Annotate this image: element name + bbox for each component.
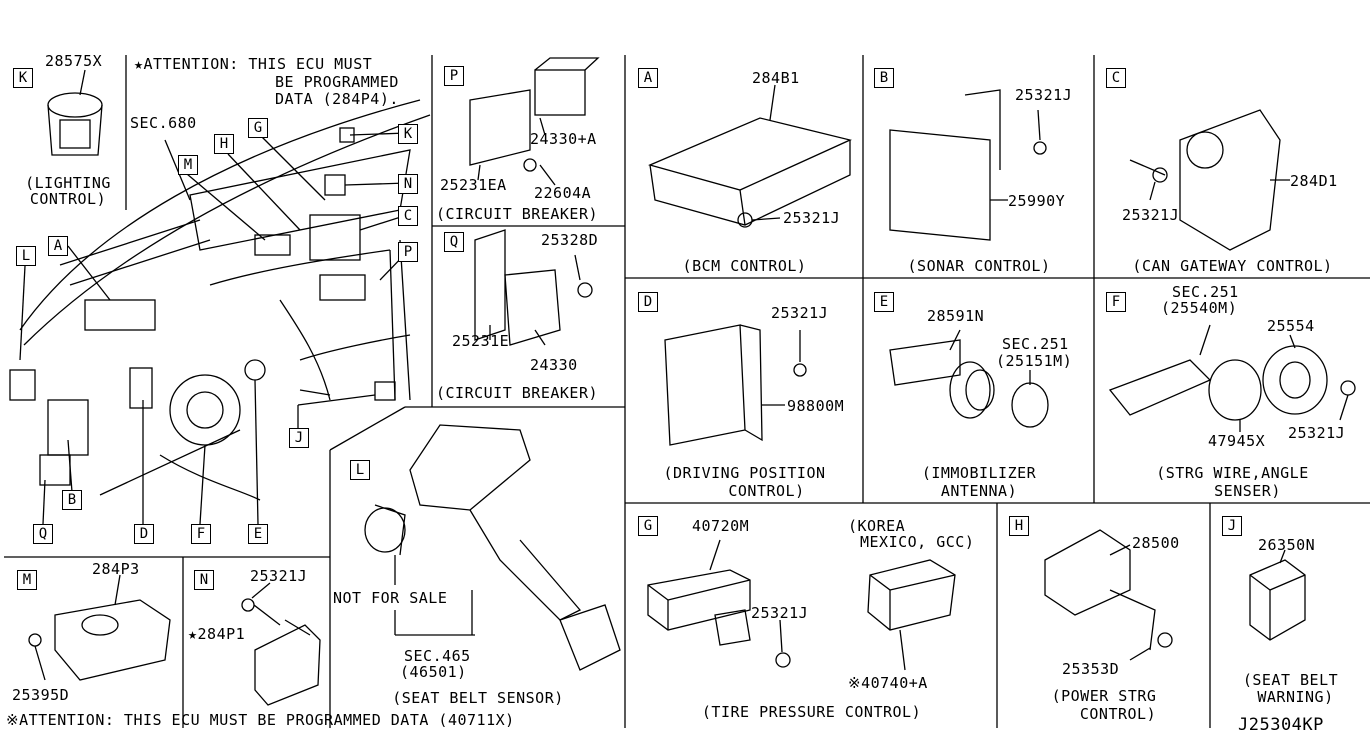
overview-ref-c: C: [398, 206, 418, 226]
panel-b-letter: B: [874, 68, 894, 88]
panel-l-letter: L: [350, 460, 370, 480]
panel-k-caption-2: CONTROL): [29, 190, 107, 208]
panel-k-part-1: 28575X: [45, 52, 103, 70]
overview-ref-g: G: [248, 118, 268, 138]
panel-p-caption: (CIRCUIT BREAKER): [436, 205, 599, 223]
overview-ref-b: B: [62, 490, 82, 510]
panel-g-part-4: MEXICO, GCC): [860, 533, 975, 551]
panel-f-part-2: (25540M): [1161, 299, 1238, 317]
panel-e-letter: E: [874, 292, 894, 312]
panel-d-letter: D: [638, 292, 658, 312]
overview-ref-h: H: [214, 134, 234, 154]
panel-g-caption: (TIRE PRESSURE CONTROL): [701, 703, 922, 721]
panel-l-part-3: (46501): [400, 663, 467, 681]
panel-g-part-3: (KOREA: [848, 517, 906, 535]
attention-top-line3: DATA (284P4).: [275, 90, 399, 108]
overview-ref-k: K: [398, 124, 418, 144]
panel-c-part-2: 25321J: [1122, 206, 1180, 224]
panel-q-caption: (CIRCUIT BREAKER): [436, 384, 599, 402]
panel-m-part-2: 25395D: [12, 686, 70, 704]
attention-bottom: ※ATTENTION: THIS ECU MUST BE PROGRAMMED …: [6, 711, 515, 729]
overview-sec-label: SEC.680: [130, 114, 197, 132]
panel-q-part-1: 25328D: [541, 231, 599, 249]
panel-m-letter: M: [17, 570, 37, 590]
panel-c-caption: (CAN GATEWAY CONTROL): [1132, 257, 1333, 275]
panel-p-part-2: 25231EA: [440, 176, 507, 194]
overview-ref-d: D: [134, 524, 154, 544]
panel-f-part-1: SEC.251: [1172, 283, 1239, 301]
overview-ref-p: P: [398, 242, 418, 262]
panel-j-caption-1: (SEAT BELT: [1242, 671, 1339, 689]
panel-a-part-1: 284B1: [752, 69, 800, 87]
overview-ref-m: M: [178, 155, 198, 175]
panel-c-part-1: 284D1: [1290, 172, 1338, 190]
panel-h-letter: H: [1009, 516, 1029, 536]
attention-top-line1: ★ATTENTION: THIS ECU MUST: [134, 55, 373, 73]
panel-n-part-1: 25321J: [250, 567, 308, 585]
panel-m-part-1: 284P3: [92, 560, 140, 578]
panel-p-part-1: 24330+A: [530, 130, 597, 148]
panel-b-caption: (SONAR CONTROL): [907, 257, 1051, 275]
panel-a-part-2: 25321J: [783, 209, 841, 227]
panel-g-letter: G: [638, 516, 658, 536]
panel-d-caption-1: (DRIVING POSITION: [663, 464, 826, 482]
panel-b-part-2: 25990Y: [1008, 192, 1066, 210]
panel-h-caption-2: CONTROL): [1079, 705, 1157, 723]
panel-q-part-3: 24330: [530, 356, 578, 374]
panel-g-part-5: ※40740+A: [848, 674, 928, 692]
panel-f-letter: F: [1106, 292, 1126, 312]
panel-a-caption: (BCM CONTROL): [682, 257, 807, 275]
panel-h-part-1: 28500: [1132, 534, 1180, 552]
overview-ref-q: Q: [33, 524, 53, 544]
overview-ref-j: J: [289, 428, 309, 448]
panel-l-part-2: SEC.465: [404, 647, 471, 665]
panel-e-caption-2: ANTENNA): [940, 482, 1018, 500]
panel-j-caption-2: WARNING): [1257, 688, 1334, 706]
panel-k-letter: K: [13, 68, 33, 88]
overview-ref-l: L: [16, 246, 36, 266]
panel-c-letter: C: [1106, 68, 1126, 88]
panel-q-letter: Q: [444, 232, 464, 252]
overview-ref-a: A: [48, 236, 68, 256]
panel-d-caption-2: CONTROL): [728, 482, 805, 500]
panel-f-part-5: 25321J: [1288, 424, 1346, 442]
panel-j-letter: J: [1222, 516, 1242, 536]
panel-l-caption: (SEAT BELT SENSOR): [392, 689, 564, 707]
panel-f-caption-1: (STRG WIRE,ANGLE: [1156, 464, 1309, 482]
panel-e-part-3: (25151M): [996, 352, 1073, 370]
panel-e-part-2: SEC.251: [1002, 335, 1069, 353]
panel-n-letter: N: [194, 570, 214, 590]
attention-top-line2: BE PROGRAMMED: [275, 73, 399, 91]
panel-f-part-4: 47945X: [1208, 432, 1266, 450]
overview-ref-f: F: [191, 524, 211, 544]
panel-d-part-2: 98800M: [787, 397, 845, 415]
panel-b-part-1: 25321J: [1015, 86, 1073, 104]
panel-n-part-2: ★284P1: [188, 625, 246, 643]
panel-e-part-1: 28591N: [927, 307, 985, 325]
panel-k-caption-1: (LIGHTING: [25, 174, 111, 192]
panel-p-part-3: 22604A: [534, 184, 592, 202]
panel-g-part-1: 40720M: [692, 517, 750, 535]
diagram-id: J25304KP: [1238, 715, 1324, 735]
panel-h-caption-1: (POWER STRG: [1051, 687, 1157, 705]
panel-q-part-2: 25231E: [452, 332, 510, 350]
panel-f-caption-2: SENSER): [1214, 482, 1281, 500]
overview-ref-e: E: [248, 524, 268, 544]
panel-f-part-3: 25554: [1267, 317, 1315, 335]
panel-l-part-1: NOT FOR SALE: [333, 589, 448, 607]
panel-g-part-2: 25321J: [751, 604, 809, 622]
overview-ref-n: N: [398, 174, 418, 194]
panel-h-part-2: 25353D: [1062, 660, 1120, 678]
panel-j-part-1: 26350N: [1258, 536, 1316, 554]
panel-p-letter: P: [444, 66, 464, 86]
panel-a-letter: A: [638, 68, 658, 88]
panel-d-part-1: 25321J: [771, 304, 829, 322]
panel-e-caption-1: (IMMOBILIZER: [921, 464, 1037, 482]
